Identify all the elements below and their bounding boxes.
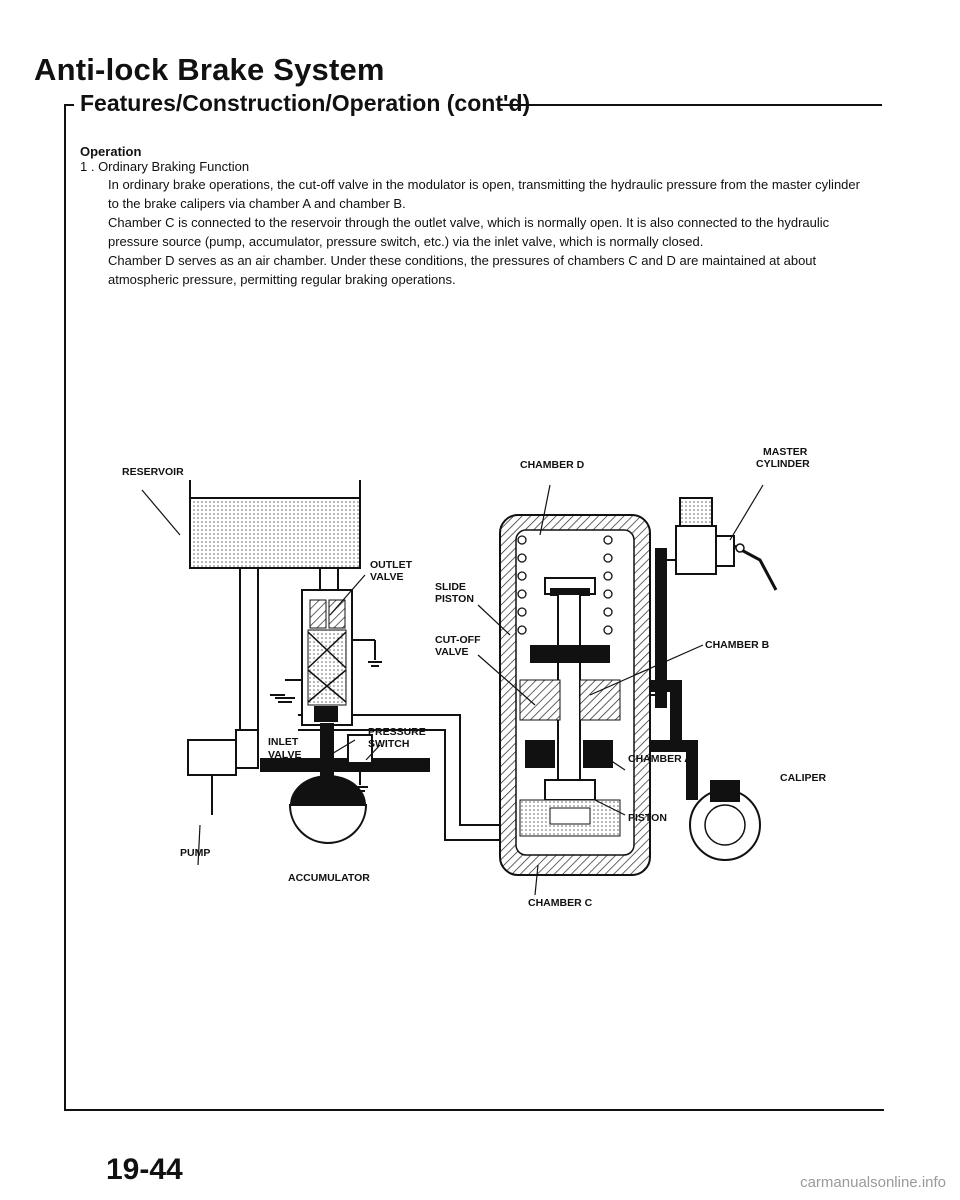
pressure-switch-label: SWITCH: [368, 738, 409, 750]
accumulator: [288, 770, 368, 844]
reservoir: [189, 480, 361, 569]
pump-label: PUMP: [180, 847, 210, 859]
chamber-c-label: CHAMBER C: [528, 897, 593, 909]
page-number: 19-44: [106, 1153, 183, 1186]
abs-modulator-diagram: RESERVOIR OUTLET VALVE CHAMBER D MASTER …: [122, 446, 827, 909]
chamber-a-label: CHAMBER A: [628, 753, 692, 765]
operation-heading: Operation: [80, 144, 142, 159]
outlet-valve-label: VALVE: [370, 571, 403, 583]
modulator: [499, 514, 651, 876]
slide-piston-label: PISTON: [435, 593, 474, 605]
header-rule: [500, 104, 882, 106]
caliper-label: CALIPER: [780, 772, 827, 784]
cut-off-valve-label: VALVE: [435, 646, 468, 658]
master-cylinder-label: CYLINDER: [756, 458, 810, 470]
cut-off-valve-label: CUT-OFF: [435, 634, 481, 646]
watermark: carmanualsonline.info: [800, 1174, 946, 1191]
caliper: [689, 780, 761, 861]
inlet-valve-and-switch: [260, 723, 430, 792]
accumulator-label: ACCUMULATOR: [288, 872, 370, 884]
section-bracket-left: [64, 104, 66, 1109]
section-bracket-bottom: [64, 1109, 884, 1111]
inlet-valve-label: VALVE: [268, 749, 301, 761]
chamber-d-label: CHAMBER D: [520, 459, 585, 471]
reservoir-label: RESERVOIR: [122, 466, 184, 478]
leader-lines: [141, 484, 764, 896]
paragraph: Chamber D serves as an air chamber. Unde…: [108, 253, 817, 287]
master-cylinder: [675, 497, 778, 591]
page-title: Anti-lock Brake System: [34, 52, 385, 87]
section-subtitle: Features/Construction/Operation (cont'd): [80, 90, 531, 116]
pressure-switch-label: PRESSURE: [368, 726, 426, 738]
paragraph: Chamber C is connected to the reservoir …: [108, 215, 830, 249]
section-bracket-top: [64, 104, 74, 106]
paragraph: In ordinary brake operations, the cut-of…: [108, 177, 860, 211]
pump: [187, 729, 259, 815]
body-text: In ordinary brake operations, the cut-of…: [108, 175, 868, 289]
diagram-labels: RESERVOIR OUTLET VALVE CHAMBER D MASTER …: [122, 446, 827, 909]
chamber-b-label: CHAMBER B: [705, 639, 770, 651]
outlet-valve-label: OUTLET: [370, 559, 413, 571]
solenoid-valves: [270, 589, 382, 726]
item-label: 1 . Ordinary Braking Function: [80, 159, 250, 174]
slide-piston-label: SLIDE: [435, 581, 466, 593]
inlet-valve-label: INLET: [268, 736, 299, 748]
piston-label: PISTON: [628, 812, 667, 824]
master-cylinder-label: MASTER: [763, 446, 808, 458]
